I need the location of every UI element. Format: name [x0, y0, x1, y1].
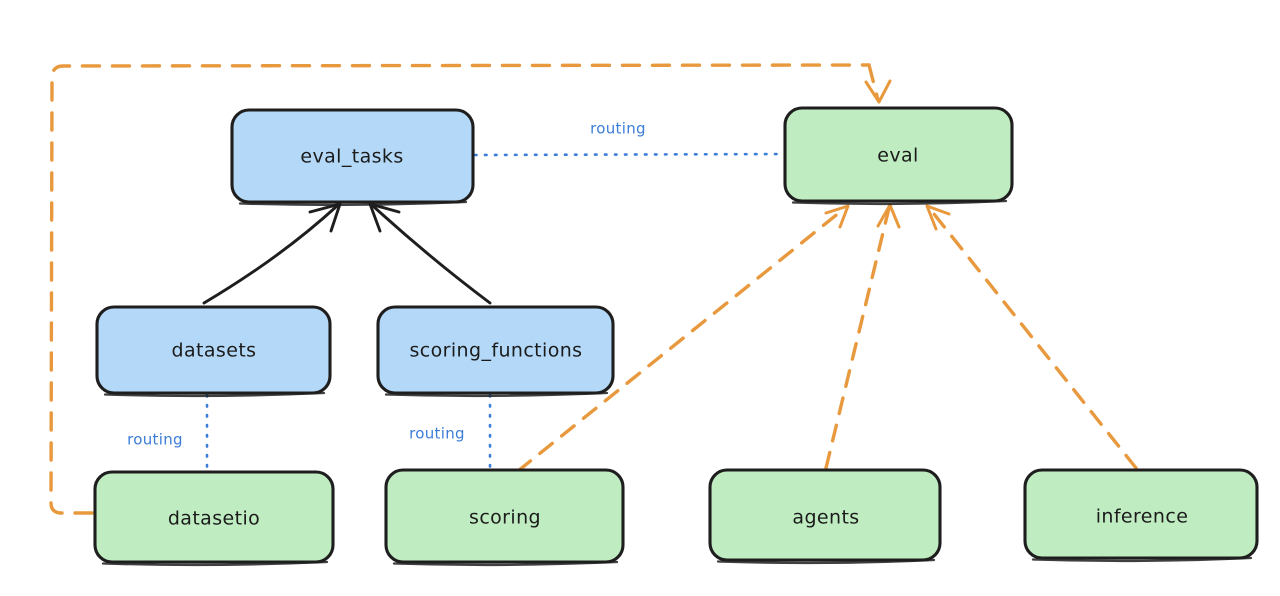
node-scoring[interactable]: scoring	[384, 468, 625, 567]
edge-eval-tasks-to-eval	[473, 152, 785, 157]
node-label-datasetio: datasetio	[168, 508, 260, 530]
node-agents[interactable]: agents	[708, 468, 942, 565]
node-datasets[interactable]: datasets	[95, 305, 332, 398]
node-eval[interactable]: eval	[783, 106, 1014, 206]
edge-label-routing-scoring: routing	[409, 425, 465, 443]
node-label-eval: eval	[877, 145, 918, 167]
edge-datasets-to-eval-tasks	[202, 202, 342, 305]
node-inference[interactable]: inference	[1023, 468, 1259, 563]
node-scoring-functions[interactable]: scoring_functions	[376, 305, 615, 398]
node-label-eval-tasks: eval_tasks	[300, 146, 403, 168]
node-eval-tasks[interactable]: eval_tasks	[230, 108, 475, 207]
node-label-inference: inference	[1096, 506, 1189, 528]
edge-label-routing-eval: routing	[590, 120, 646, 138]
node-label-scoring-functions: scoring_functions	[410, 340, 583, 362]
edge-scoring-eval	[516, 204, 850, 473]
node-label-scoring: scoring	[469, 507, 541, 529]
edge-datasetio-eval	[49, 63, 892, 515]
node-datasetio[interactable]: datasetio	[93, 470, 335, 567]
edge-agents-eval	[824, 203, 901, 470]
node-label-agents: agents	[792, 507, 859, 529]
node-label-datasets: datasets	[172, 340, 257, 362]
edge-inference-eval	[925, 204, 1138, 470]
edge-scoring-functions-to-eval-tasks	[368, 202, 492, 305]
edge-label-routing-datasets: routing	[127, 431, 183, 449]
